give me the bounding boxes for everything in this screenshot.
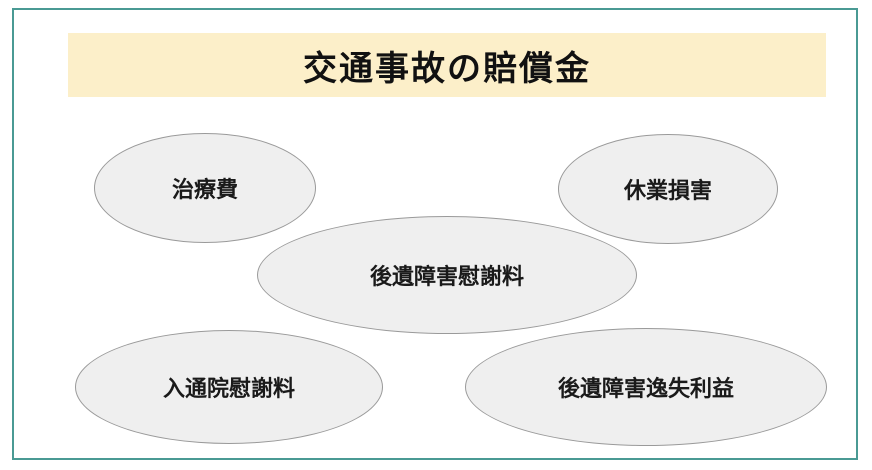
title-band: 交通事故の賠償金	[68, 33, 826, 97]
bubble-label: 休業損害	[623, 179, 712, 204]
bubble-label: 後遺障害慰謝料	[369, 265, 524, 290]
bubble-label: 入通院慰謝料	[162, 377, 295, 402]
bubble-label: 治療費	[171, 178, 238, 203]
diagram-title: 交通事故の賠償金	[303, 48, 591, 89]
bubble-lost-wages: 休業損害	[558, 134, 778, 244]
bubble-medical-expenses: 治療費	[94, 133, 316, 243]
bubble-hospitalization-consolation: 入通院慰謝料	[75, 330, 383, 444]
bubble-aftereffect-consolation: 後遺障害慰謝料	[257, 216, 637, 334]
bubble-aftereffect-lost-profits: 後遺障害逸失利益	[465, 328, 827, 446]
bubble-label: 後遺障害逸失利益	[557, 377, 734, 402]
